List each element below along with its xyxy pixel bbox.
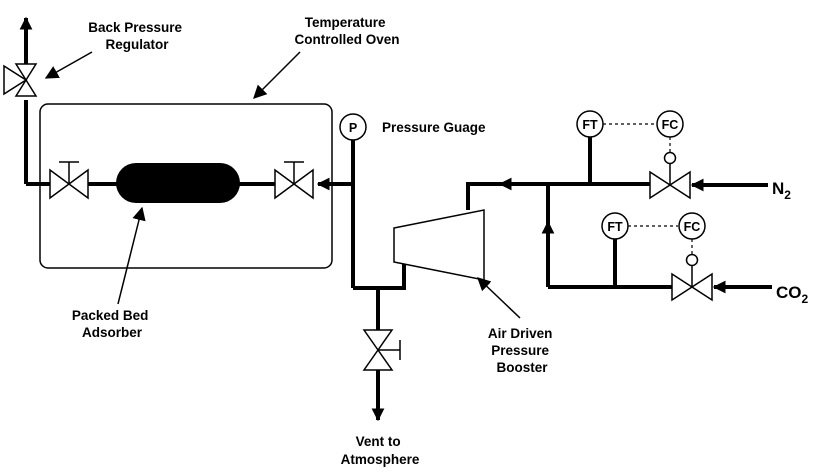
oven-left-valve-icon	[49, 161, 89, 200]
n2-flow-transmitter-label: FT	[582, 118, 598, 132]
oven-pointer	[253, 51, 301, 99]
co2-base: CO	[776, 283, 802, 302]
vent-header-pipe	[353, 262, 406, 290]
back-pressure-regulator-label: Back Pressure Regulator	[88, 20, 186, 52]
pressure-gauge-symbol: P	[349, 121, 357, 135]
vent-valve-icon	[362, 329, 401, 371]
oven-right-valve-icon	[274, 161, 314, 200]
air-driven-pressure-booster-icon	[393, 209, 485, 281]
regulator-pointer	[44, 51, 93, 79]
adsorber-pointer	[117, 206, 146, 305]
n2-gas-label: N2	[772, 179, 791, 202]
vent-to-atmosphere-label: Vent to Atmosphere	[341, 434, 420, 467]
n2-flow-controller-label: FC	[662, 118, 679, 132]
packed-bed-adsorber-label: Packed Bed Adsorber	[72, 308, 152, 340]
temperature-oven-label: Temperature Controlled Oven	[294, 15, 399, 47]
air-driven-pressure-booster-label: Air Driven Pressure Booster	[488, 326, 556, 375]
n2-control-valve-icon	[649, 151, 691, 200]
back-pressure-regulator-icon	[3, 63, 38, 97]
packed-bed-adsorber-vessel	[116, 163, 240, 203]
co2-gas-label: CO2	[776, 283, 809, 306]
co2-flow-controller-label: FC	[684, 220, 701, 234]
co2-sub: 2	[802, 292, 809, 306]
pressure-gauge-icon	[339, 113, 367, 141]
n2-base: N	[772, 179, 784, 198]
pressure-gauge-label: Pressure Guage	[382, 120, 486, 135]
booster-inlet-pipe	[466, 182, 548, 210]
booster-pointer	[477, 277, 521, 319]
n2-sub: 2	[784, 188, 791, 202]
co2-flow-transmitter-label: FT	[607, 220, 623, 234]
co2-control-valve-icon	[671, 253, 713, 302]
